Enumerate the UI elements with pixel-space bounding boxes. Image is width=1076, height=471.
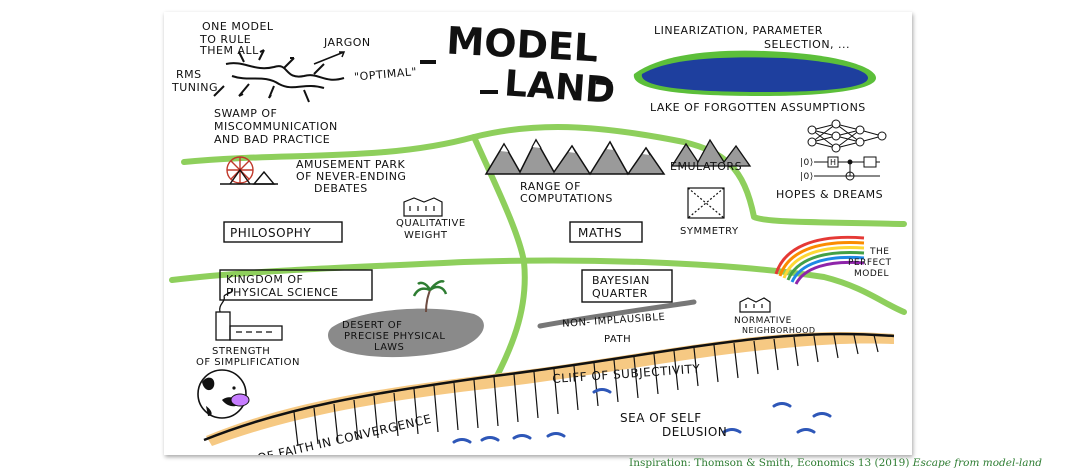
sea-line2: DELUSION [662, 425, 727, 439]
one-model-line3: THEM ALL [199, 44, 259, 57]
strength-line1: STRENGTH [212, 346, 270, 357]
swamp-river-icon [213, 49, 345, 103]
kingdom-line1: KINGDOM OF [226, 273, 303, 286]
perfect-model-line1: THE [869, 247, 889, 257]
desert-line1: DESERT OF [342, 320, 402, 331]
range-line2: COMPUTATIONS [520, 192, 613, 205]
lake-caption-line2: SELECTION, ... [764, 38, 850, 51]
perfect-model-line3: MODEL [854, 269, 889, 279]
qualitative-line1: QUALITATIVE [396, 218, 466, 229]
swamp-line1: SWAMP OF [214, 107, 277, 120]
cliff-faith-label: CLIFF OF FAITH IN CONVERGENCE [218, 412, 433, 455]
lake-name: LAKE OF FORGOTTEN ASSUMPTIONS [650, 101, 866, 114]
ferris-wheel-icon [220, 156, 278, 185]
swamp-line3: AND BAD PRACTICE [214, 133, 330, 146]
bayesian-line2: QUARTER [592, 287, 648, 300]
one-model-line2: TO RULE [199, 33, 251, 46]
desert-line2: PRECISE PHYSICAL [344, 331, 445, 342]
credit-caption: Inspiration: Thomson & Smith, Economics … [629, 457, 1042, 469]
lake-caption-line1: LINEARIZATION, PARAMETER [654, 24, 823, 37]
qualitative-line2: WEIGHT [404, 230, 448, 241]
credit-text: Inspiration: Thomson & Smith, Economics … [629, 457, 910, 469]
desert-line3: LAWS [374, 342, 404, 353]
maths-box [569, 221, 643, 243]
cliff-edge [203, 332, 895, 442]
title-line2: LAND [503, 63, 616, 112]
swamp-arrow-icon [313, 51, 346, 65]
cow-icon [197, 369, 250, 419]
path-line2: PATH [604, 334, 631, 345]
bayesian-line1: BAYESIAN [592, 274, 650, 287]
circuit-q1-label: |0⟩ [800, 158, 814, 168]
circuit-gate-label: H [830, 158, 837, 167]
amusement-park-area: AMUSEMENT PARK OF NEVER-ENDING DEBATES [220, 156, 406, 195]
amusement-line2: OF NEVER-ENDING [296, 170, 406, 183]
kingdom-box [219, 269, 373, 301]
grey-path [537, 299, 697, 329]
bayesian-box [581, 269, 673, 303]
road-vertical [471, 134, 528, 385]
desert-patch [328, 308, 484, 358]
strength-line2: OF SIMPLIFICATION [196, 357, 300, 368]
rainbow-icon [774, 235, 865, 285]
map-title: MODEL LAND [420, 19, 616, 112]
maths-label: MATHS [578, 226, 622, 240]
lake-water [641, 57, 868, 92]
title-line1: MODEL [445, 19, 599, 71]
one-model-line1: ONE MODEL [202, 20, 274, 33]
mountain-range-icon [484, 138, 666, 176]
credit-title: Escape from model-land [912, 457, 1042, 469]
swamp-line2: MISCOMMUNICATION [214, 120, 338, 133]
symmetry-label: SYMMETRY [680, 226, 739, 237]
emulator-mountains-icon [670, 138, 752, 167]
map-drawing: MODEL LAND ONE MODEL TO RULE THEM ALL JA… [169, 19, 907, 455]
amusement-line3: DEBATES [314, 182, 368, 195]
sea-line1: SEA OF SELF [620, 411, 702, 425]
path-line1: NON- IMPLAUSIBLE [562, 312, 666, 330]
circuit-q2-label: |0⟩ [800, 172, 814, 182]
hopes-label: HOPES & DREAMS [776, 188, 883, 201]
range-line1: RANGE OF [520, 180, 581, 193]
rms-label-line1: RMS [176, 68, 202, 81]
philosophy-label: PHILOSOPHY [230, 226, 311, 240]
philosophy-box [223, 221, 343, 243]
optimal-label: "OPTIMAL" [354, 65, 418, 83]
cliff-hatching [293, 334, 879, 447]
jargon-label: JARGON [323, 36, 371, 49]
quantum-circuit-icon [814, 156, 880, 181]
normative-line1: NORMATIVE [734, 316, 792, 326]
emulators-label: EMULATORS [670, 160, 742, 173]
road-upper [181, 124, 907, 227]
kingdom-line2: PHYSICAL SCIENCE [226, 286, 338, 299]
perfect-model-line2: PERFECT [848, 258, 892, 268]
normative-line2: NEIGHBORHOOD [742, 326, 816, 335]
model-land-map: MODEL LAND ONE MODEL TO RULE THEM ALL JA… [164, 12, 912, 455]
rms-label-line2: TUNING [171, 81, 218, 94]
symmetry-square-icon [687, 187, 725, 219]
sand-strip [206, 332, 894, 446]
palm-tree-icon [412, 280, 448, 313]
sea-waves [452, 388, 832, 444]
lake-area: LINEARIZATION, PARAMETER SELECTION, ... … [633, 24, 876, 114]
factory-icon [215, 287, 283, 341]
neural-network-icon [807, 119, 887, 153]
amusement-line1: AMUSEMENT PARK [296, 158, 405, 171]
house-icon [739, 297, 771, 313]
building-icon [403, 197, 443, 217]
swamp-area: ONE MODEL TO RULE THEM ALL JARGON "OPTIM… [171, 20, 418, 146]
